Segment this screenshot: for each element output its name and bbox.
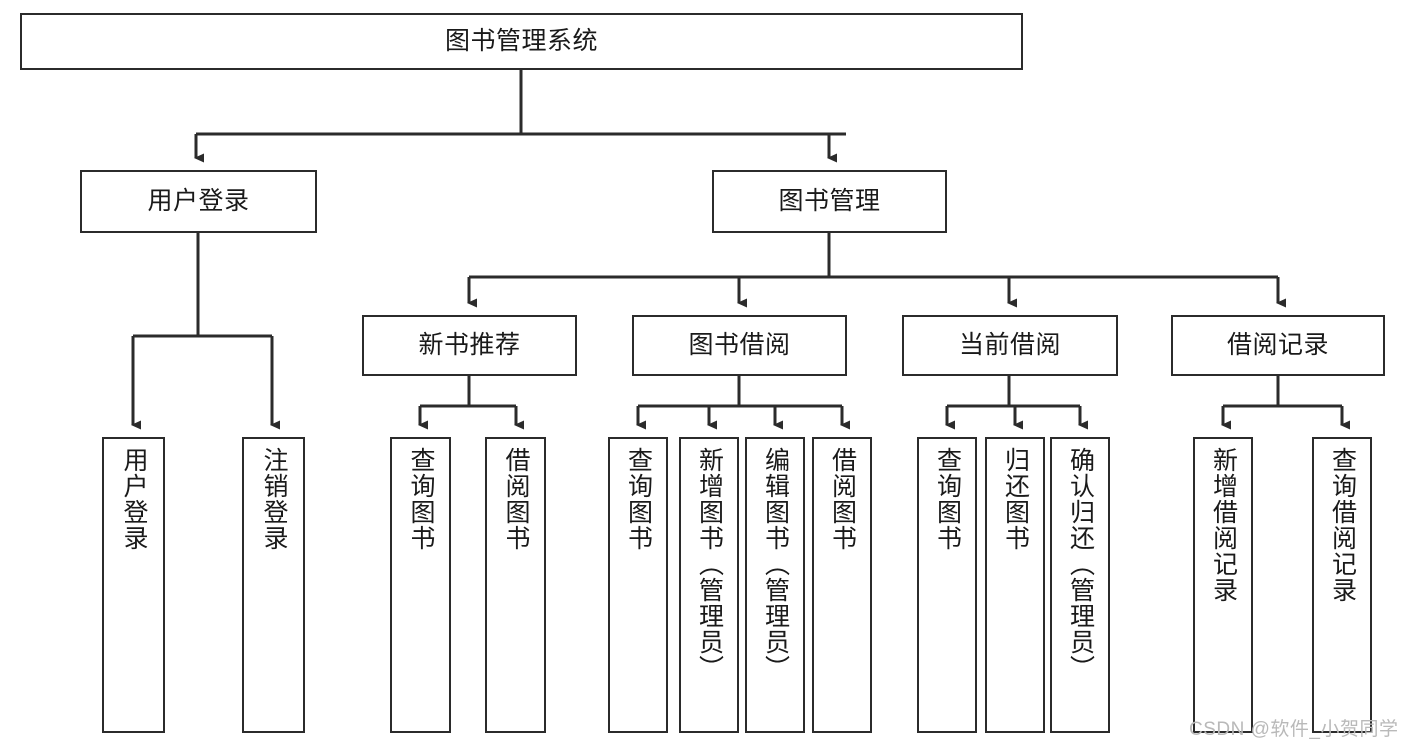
node-leaf-return-book-label: 归还图书 xyxy=(1001,447,1030,551)
node-borrow-record[interactable]: 借阅记录 xyxy=(1171,315,1385,376)
node-leaf-add-borrow-record[interactable]: 新增借阅记录 xyxy=(1193,437,1253,733)
node-current-borrow-label: 当前借阅 xyxy=(958,330,1061,359)
node-leaf-user-login[interactable]: 用户登录 xyxy=(102,437,165,733)
node-leaf-query-book-current[interactable]: 查询图书 xyxy=(917,437,977,733)
node-leaf-add-borrow-record-label: 新增借阅记录 xyxy=(1209,447,1238,603)
node-leaf-confirm-return-admin[interactable]: 确认归还（管理员） xyxy=(1050,437,1110,733)
csdn-watermark: CSDN @软件_小贺同学 xyxy=(1189,719,1399,740)
node-leaf-borrow-book[interactable]: 借阅图书 xyxy=(812,437,872,733)
node-book-management[interactable]: 图书管理 xyxy=(712,170,947,233)
node-leaf-query-borrow-record[interactable]: 查询借阅记录 xyxy=(1312,437,1372,733)
node-current-borrow[interactable]: 当前借阅 xyxy=(902,315,1118,376)
node-book-borrow-label: 图书借阅 xyxy=(688,330,791,359)
node-book-borrow[interactable]: 图书借阅 xyxy=(632,315,847,376)
node-leaf-logout-label: 注销登录 xyxy=(260,447,288,551)
node-leaf-query-book-new-label: 查询图书 xyxy=(407,447,435,551)
node-leaf-query-book-borrow[interactable]: 查询图书 xyxy=(608,437,668,733)
node-leaf-borrow-book-new[interactable]: 借阅图书 xyxy=(485,437,546,733)
node-leaf-borrow-book-new-label: 借阅图书 xyxy=(502,447,530,551)
node-leaf-query-borrow-record-label: 查询借阅记录 xyxy=(1328,447,1357,603)
node-user-login-label: 用户登录 xyxy=(147,186,250,215)
node-leaf-logout[interactable]: 注销登录 xyxy=(242,437,305,733)
node-leaf-borrow-book-label: 借阅图书 xyxy=(828,447,857,551)
node-leaf-query-book-new[interactable]: 查询图书 xyxy=(390,437,451,733)
node-new-book-recommend[interactable]: 新书推荐 xyxy=(362,315,577,376)
node-leaf-return-book[interactable]: 归还图书 xyxy=(985,437,1045,733)
node-new-book-recommend-label: 新书推荐 xyxy=(418,330,521,359)
node-leaf-edit-book-admin[interactable]: 编辑图书（管理员） xyxy=(745,437,805,733)
node-leaf-edit-book-admin-label: 编辑图书（管理员） xyxy=(761,447,790,681)
node-root-system-label: 图书管理系统 xyxy=(444,26,598,55)
node-root-system[interactable]: 图书管理系统 xyxy=(20,13,1023,70)
node-user-login[interactable]: 用户登录 xyxy=(80,170,317,233)
node-book-management-label: 图书管理 xyxy=(778,186,881,215)
node-borrow-record-label: 借阅记录 xyxy=(1226,330,1329,359)
node-leaf-query-book-borrow-label: 查询图书 xyxy=(624,447,653,551)
node-leaf-user-login-label: 用户登录 xyxy=(120,447,148,551)
node-leaf-add-book-admin[interactable]: 新增图书（管理员） xyxy=(679,437,739,733)
node-leaf-add-book-admin-label: 新增图书（管理员） xyxy=(695,447,724,681)
node-leaf-query-book-current-label: 查询图书 xyxy=(933,447,962,551)
node-leaf-confirm-return-admin-label: 确认归还（管理员） xyxy=(1066,447,1095,681)
